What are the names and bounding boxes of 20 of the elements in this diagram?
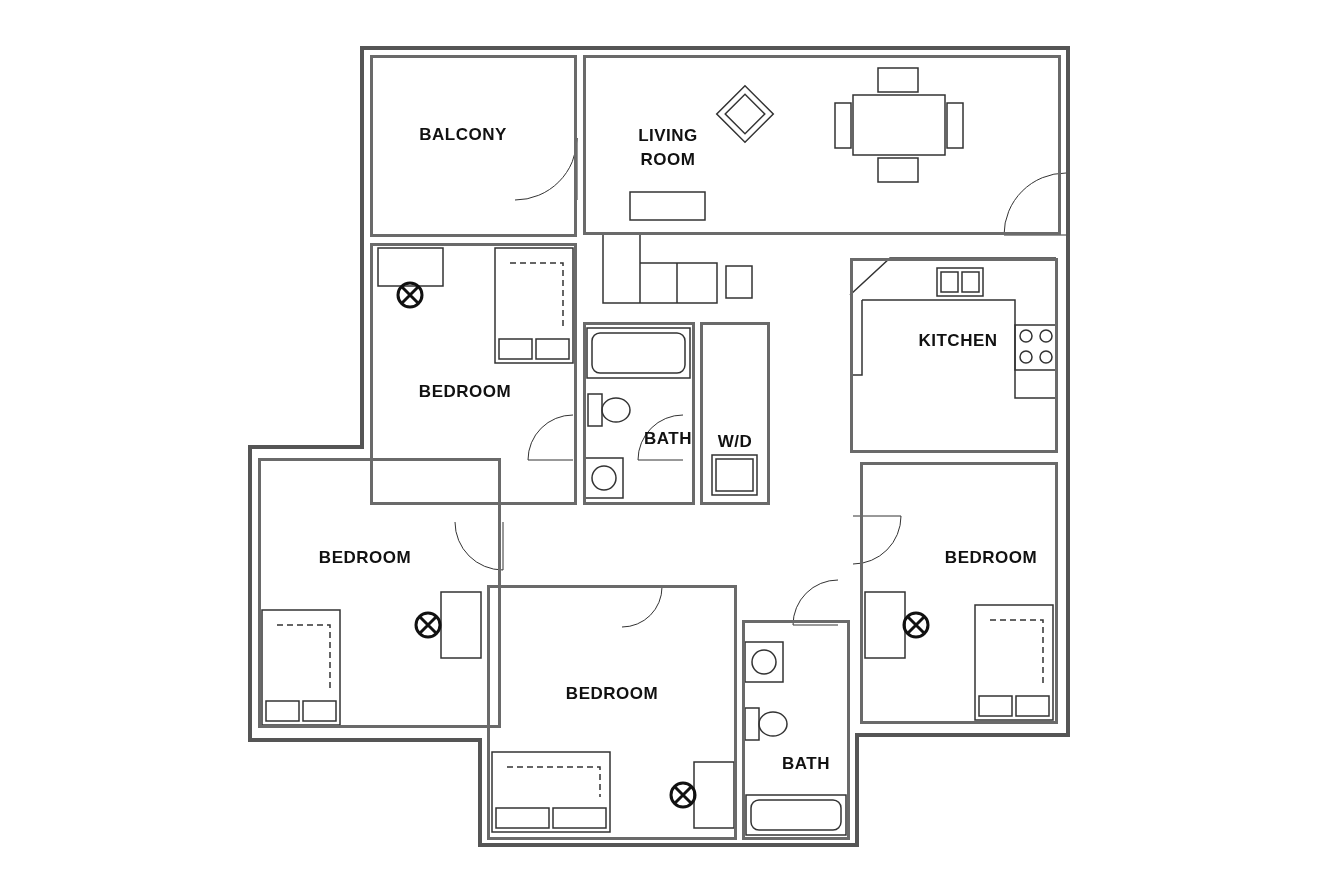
room xyxy=(860,462,1058,724)
room xyxy=(487,585,737,840)
room-label: W/D xyxy=(716,431,754,453)
room-label: KITCHEN xyxy=(917,330,999,352)
room-label: BEDROOM xyxy=(943,547,1039,569)
room-label: BEDROOM xyxy=(564,683,660,705)
room xyxy=(850,258,1058,453)
room xyxy=(583,55,1061,235)
room xyxy=(742,620,850,840)
room-label: BEDROOM xyxy=(317,547,413,569)
room-label: BALCONY xyxy=(418,124,508,146)
room-label: BATH xyxy=(781,753,831,775)
room-label: BEDROOM xyxy=(417,381,513,403)
room-label: LIVING ROOM xyxy=(637,125,699,171)
room xyxy=(370,243,577,505)
room xyxy=(370,55,577,237)
room xyxy=(258,458,501,728)
room-label: BATH xyxy=(643,428,693,450)
room xyxy=(700,322,770,505)
room xyxy=(583,322,695,505)
